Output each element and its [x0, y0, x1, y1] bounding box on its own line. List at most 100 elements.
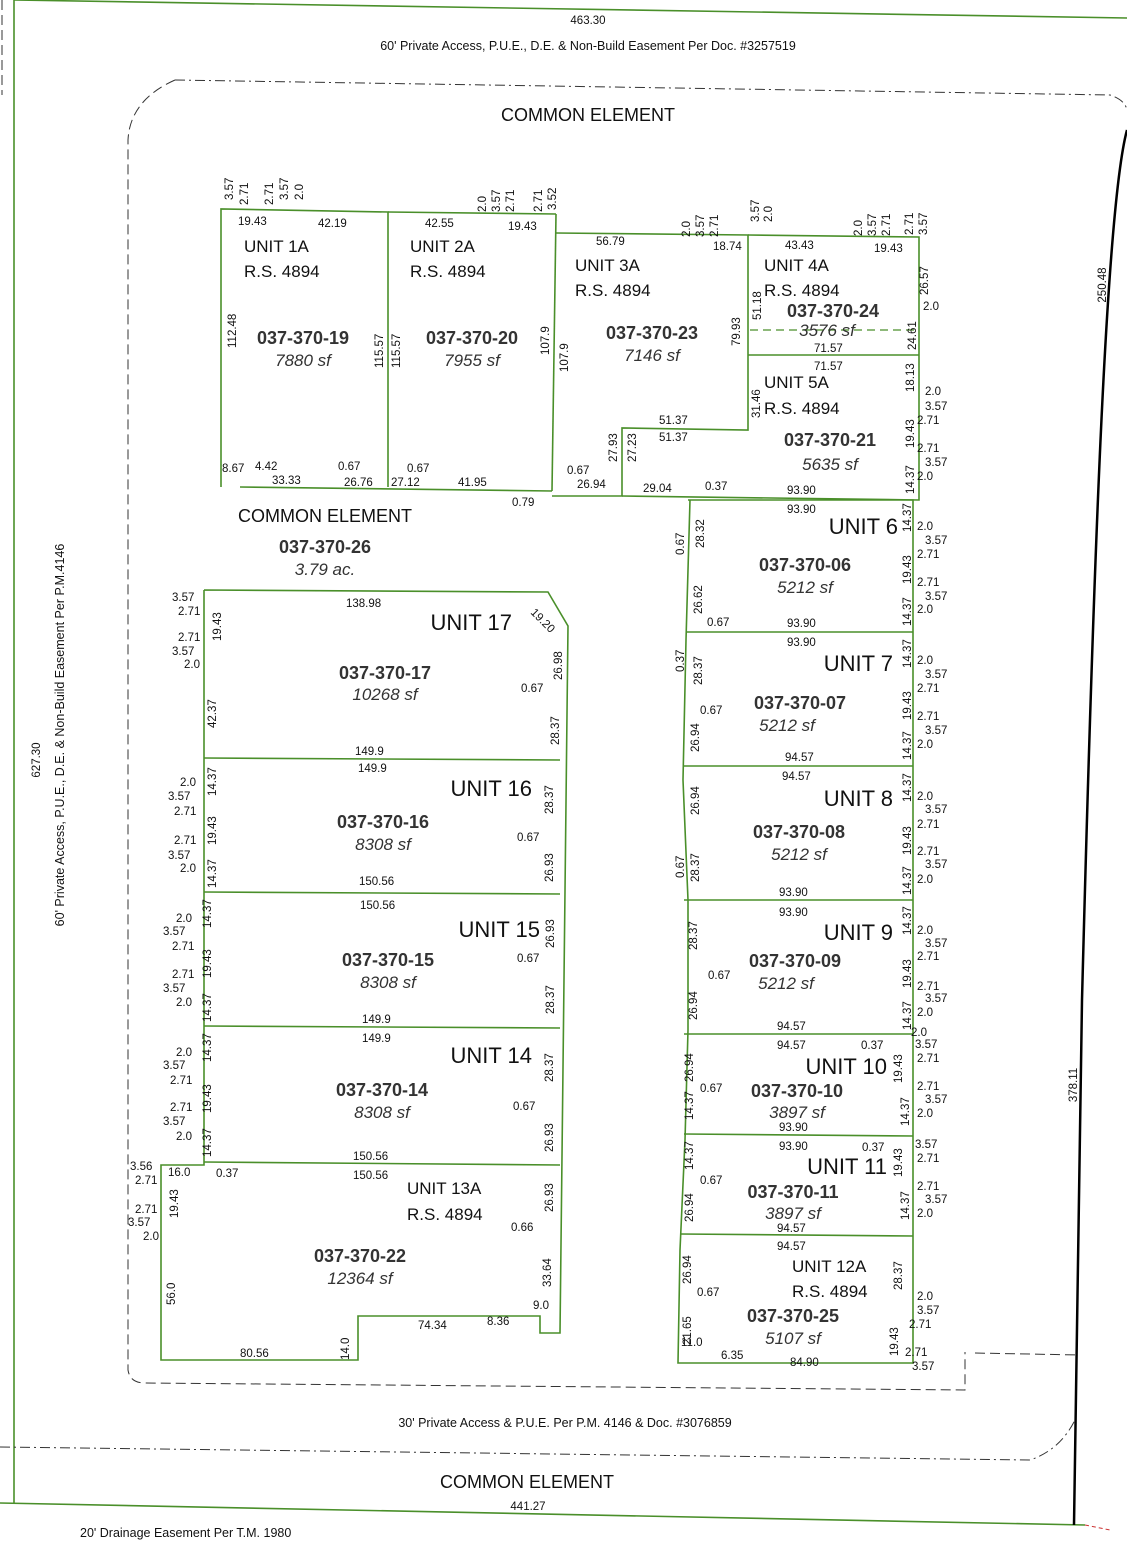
- dim: 80.56: [240, 1348, 269, 1360]
- dim: 2.0: [180, 863, 196, 875]
- dim: 26.93: [544, 853, 556, 882]
- unit-area: 5635 sf: [802, 455, 860, 474]
- unit-area: 7146 sf: [624, 346, 682, 365]
- dim: 14.37: [902, 866, 914, 895]
- dim: 71.57: [814, 343, 843, 355]
- dim: 3.57: [168, 791, 190, 803]
- unit-apn: 037-370-11: [747, 1182, 838, 1202]
- dim: 0.37: [862, 1142, 884, 1154]
- dim: 14.37: [684, 1091, 696, 1120]
- unit-apn: 037-370-10: [751, 1081, 843, 1101]
- dim: 3.52: [547, 188, 559, 210]
- unit-area: 8308 sf: [354, 1103, 412, 1122]
- dim: 14.37: [900, 1191, 912, 1220]
- dim: 2.71: [917, 549, 939, 561]
- dim: 0.37: [675, 650, 687, 672]
- dim: 3.57: [925, 1094, 947, 1106]
- dim: 14.37: [902, 597, 914, 626]
- dim: 14.37: [902, 906, 914, 935]
- dim: 112.48: [227, 314, 239, 348]
- dim: 93.90: [779, 1141, 808, 1153]
- common-element-apn: 037-370-26: [279, 537, 371, 557]
- dim: 2.71: [917, 819, 939, 831]
- dim: 14.0: [340, 1338, 352, 1360]
- unit-label: UNIT 17: [430, 610, 512, 635]
- unit-area: 3576 sf: [799, 321, 857, 340]
- unit-14: UNIT 14 037-370-14 8308 sf: [336, 1043, 532, 1122]
- dim: 3.57: [750, 200, 762, 222]
- dim: 2.0: [917, 791, 933, 803]
- unit-apn: 037-370-20: [426, 328, 518, 348]
- dim: 93.90: [779, 907, 808, 919]
- unit-label: UNIT 8: [824, 786, 893, 811]
- dim: 27.12: [391, 477, 420, 489]
- dim: 2.0: [143, 1231, 159, 1243]
- dim: 2.0: [917, 604, 933, 616]
- dim: 26.94: [684, 1053, 696, 1082]
- dim: 94.57: [777, 1241, 806, 1253]
- unit-6: UNIT 6 037-370-06 5212 sf: [759, 514, 898, 597]
- common-element-area: 3.79 ac.: [295, 560, 356, 579]
- dim: 2.71: [172, 969, 194, 981]
- dim: 93.90: [787, 618, 816, 630]
- dim: 115.57: [391, 334, 403, 368]
- dim: 2.0: [176, 1047, 192, 1059]
- dim: 2.0: [911, 1027, 927, 1039]
- dim: 94.57: [777, 1040, 806, 1052]
- dim: 16.0: [168, 1167, 190, 1179]
- dim: 2.0: [176, 913, 192, 925]
- unit-apn: 037-370-22: [314, 1246, 406, 1266]
- dim: 2.0: [853, 220, 865, 236]
- dim: 28.37: [545, 985, 557, 1014]
- dim: 0.37: [705, 481, 727, 493]
- dim: 26.94: [690, 786, 702, 815]
- unit-area: 7880 sf: [275, 351, 333, 370]
- dim: 2.71: [917, 415, 939, 427]
- dim: 0.67: [700, 705, 722, 717]
- dim: 19.43: [202, 1084, 214, 1113]
- dim: 2.71: [917, 711, 939, 723]
- dim: 94.57: [777, 1223, 806, 1235]
- dim: 19.43: [207, 816, 219, 845]
- unit-apn: 037-370-24: [787, 301, 879, 321]
- unit-apn: 037-370-23: [606, 323, 698, 343]
- dim: 26.94: [577, 479, 606, 491]
- dim: 0.67: [517, 953, 539, 965]
- dim: 150.56: [353, 1170, 388, 1182]
- dim: 19.43: [902, 555, 914, 584]
- dim: 107.9: [540, 326, 552, 355]
- dim: 26.94: [684, 1193, 696, 1222]
- dim: 2.0: [917, 925, 933, 937]
- dim: 27.93: [608, 433, 620, 462]
- dim: 14.37: [202, 899, 214, 928]
- dim: 0.67: [338, 461, 360, 473]
- unit-area: 10268 sf: [352, 685, 419, 704]
- dim: 11.0: [681, 1337, 703, 1349]
- dim: 3.57: [925, 804, 947, 816]
- dim: 2.71: [917, 1053, 939, 1065]
- dim: 3.57: [925, 535, 947, 547]
- unit-apn: 037-370-09: [749, 951, 841, 971]
- dim: 28.37: [693, 656, 705, 685]
- dim: 2.71: [505, 190, 517, 212]
- dim: 14.37: [202, 1033, 214, 1062]
- unit-apn: 037-370-16: [337, 812, 429, 832]
- dim: 3.57: [163, 926, 185, 938]
- dim: 0.67: [521, 683, 543, 695]
- dim: 14.37: [207, 767, 219, 796]
- dim: 3.57: [925, 401, 947, 413]
- dim: 14.37: [902, 731, 914, 760]
- dim: 26.94: [682, 1255, 694, 1284]
- dim: 2.0: [176, 997, 192, 1009]
- dim: 0.37: [861, 1040, 883, 1052]
- dim: 8.36: [487, 1316, 509, 1328]
- dim: 19.43: [508, 221, 537, 233]
- unit-7: UNIT 7 037-370-07 5212 sf: [754, 651, 893, 735]
- unit-area: 5212 sf: [759, 716, 817, 735]
- drainage-easement-label: 20' Drainage Easement Per T.M. 1980: [80, 1526, 291, 1540]
- dim: 19.43: [902, 959, 914, 988]
- dim: 0.67: [697, 1287, 719, 1299]
- dim: 2.71: [135, 1204, 157, 1216]
- dim: 2.71: [174, 835, 196, 847]
- dim: 2.71: [881, 214, 893, 236]
